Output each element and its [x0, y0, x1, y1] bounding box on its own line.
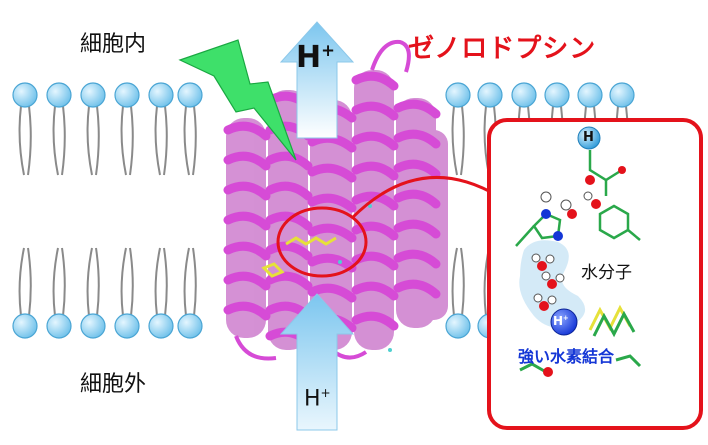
diagram-title: ゼノロドプシン: [408, 34, 597, 64]
lipid-heads-left: [12, 82, 203, 339]
lipid-tails-upper-left: [18, 105, 197, 176]
active-site-highlight: [276, 206, 368, 278]
label-intracellular: 細胞内: [80, 32, 147, 57]
proton-label-bottom: H+: [304, 386, 331, 411]
proton-label-inset: H+: [553, 314, 569, 328]
retinal-chromophore: [261, 236, 337, 278]
proton-symbol: H: [296, 40, 322, 75]
inset-panel: [487, 118, 703, 430]
lightning-icon: [178, 39, 297, 161]
proton-arrow-up-icon: [279, 21, 355, 139]
water-molecules: [531, 253, 565, 311]
water-label: 水分子: [581, 263, 632, 283]
proton-charge: +: [563, 314, 569, 322]
label-extracellular: 細胞外: [80, 372, 147, 397]
proton-symbol: H: [553, 314, 564, 328]
hydrogen-ball: [577, 126, 601, 150]
helix-dots: [338, 204, 392, 352]
proton-charge: +: [321, 41, 335, 60]
hydrogen-label: H: [583, 130, 594, 145]
proton-arrow-in-icon: [279, 293, 355, 431]
proton-symbol: H: [304, 386, 321, 412]
lipid-membrane-left: [18, 105, 197, 317]
lipid-tails-lower-left: [18, 247, 197, 317]
hydrogen-bond-label: 強い水素結合: [518, 347, 615, 366]
proton-charge: +: [320, 386, 331, 400]
proton-ball: [550, 308, 578, 336]
proton-label-top: H+: [296, 40, 335, 75]
